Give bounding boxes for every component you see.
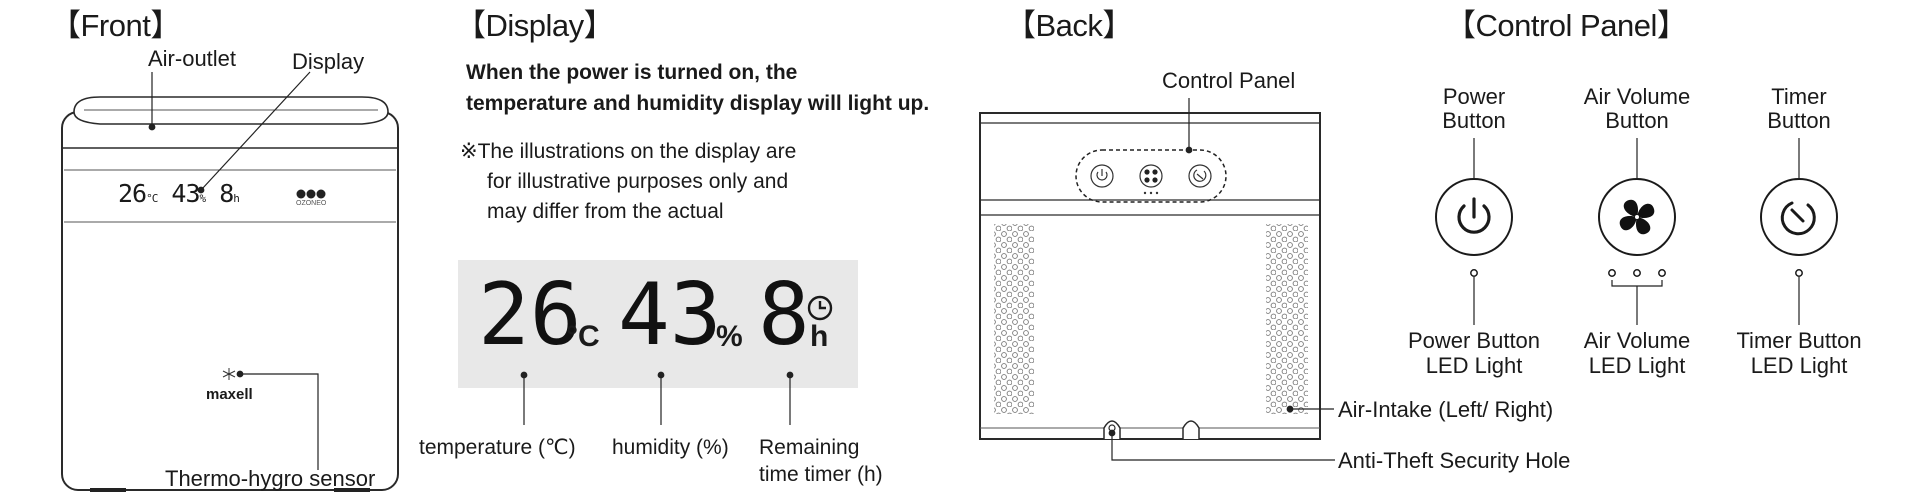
remaining-timer-label-1: Remaining: [759, 436, 860, 459]
back-device: [979, 112, 1321, 440]
front-mini-display: 26°C 43% 8h: [118, 179, 240, 209]
snowflake-icon: [222, 368, 236, 380]
display-temp-unit: °C: [566, 320, 600, 353]
control-panel-heading: 【Control Panel】: [1445, 8, 1688, 43]
front-heading: 【Front】: [50, 8, 181, 43]
remaining-timer-label-2: time timer (h): [759, 463, 883, 486]
disclaimer-line3: may differ from the actual: [487, 200, 724, 223]
front-leader-lines: [148, 71, 319, 470]
brand-logo: maxell: [206, 386, 253, 403]
timer-button-label-2: Button: [1767, 108, 1831, 133]
air-intake-label: Air-Intake (Left/ Right): [1338, 397, 1554, 422]
display-leader-lines: [520, 371, 794, 425]
timer-button-illustration: [1760, 178, 1838, 277]
mini-temp: 26: [118, 179, 147, 208]
control-leader-lines: [1473, 138, 1800, 325]
fan-icon: [1619, 199, 1655, 235]
thermo-hygro-sensor-label: Thermo-hygro sensor: [165, 466, 376, 491]
ozoneo-logo-icon: [296, 189, 326, 199]
back-power-icon: [1090, 164, 1114, 188]
air-led-label-2: LED Light: [1588, 353, 1686, 378]
back-timer-icon: [1188, 164, 1212, 188]
back-leader-lines: [1108, 98, 1335, 461]
back-heading: 【Back】: [1005, 8, 1133, 43]
timer-led-label-2: LED Light: [1750, 353, 1848, 378]
display-timer-unit: h: [810, 320, 829, 353]
disclaimer-line1: ※The illustrations on the display are: [460, 140, 797, 163]
timer-icon: [1780, 201, 1816, 236]
mini-hum-unit: %: [199, 192, 207, 205]
display-note-line1: When the power is turned on, the: [466, 61, 798, 84]
display-timer-value: 8: [758, 265, 810, 365]
power-led-label-1: Power Button: [1407, 328, 1541, 353]
power-icon: [1457, 197, 1491, 234]
timer-led-label-1: Timer Button: [1736, 328, 1862, 353]
air-volume-button-illustration: [1598, 178, 1676, 277]
display-panel: [458, 260, 858, 388]
display-note-line2: temperature and humidity display will li…: [466, 92, 930, 115]
power-button-label-2: Button: [1442, 108, 1506, 133]
mini-timer-unit: h: [233, 192, 240, 205]
brand-small: OZONEO: [296, 200, 327, 207]
display-temp-value: 26: [478, 265, 582, 365]
security-hole-label: Anti-Theft Security Hole: [1338, 448, 1571, 473]
temperature-label: temperature (℃): [419, 436, 576, 459]
power-led-label-2: LED Light: [1425, 353, 1523, 378]
air-volume-button-label-2: Button: [1605, 108, 1669, 133]
back-control-panel-label: Control Panel: [1162, 68, 1296, 93]
clock-icon: [807, 295, 833, 321]
display-heading: 【Display】: [455, 8, 615, 43]
display-label: Display: [292, 49, 365, 74]
front-device: [61, 96, 399, 492]
air-volume-button-label-1: Air Volume: [1583, 84, 1691, 109]
power-button-illustration: [1435, 178, 1513, 277]
air-led-label-1: Air Volume: [1583, 328, 1691, 353]
power-button-label-1: Power: [1442, 84, 1506, 109]
back-fan-icon: [1139, 164, 1163, 195]
air-outlet-label: Air-outlet: [148, 46, 237, 71]
display-hum-value: 43: [618, 265, 722, 365]
timer-button-label-1: Timer: [1771, 84, 1827, 109]
mini-hum: 43: [171, 179, 200, 208]
mini-timer: 8: [219, 179, 234, 208]
display-hum-unit: %: [716, 320, 743, 353]
disclaimer-line2: for illustrative purposes only and: [487, 170, 789, 193]
humidity-label: humidity (%): [612, 436, 729, 459]
mini-temp-unit: °C: [146, 192, 158, 205]
